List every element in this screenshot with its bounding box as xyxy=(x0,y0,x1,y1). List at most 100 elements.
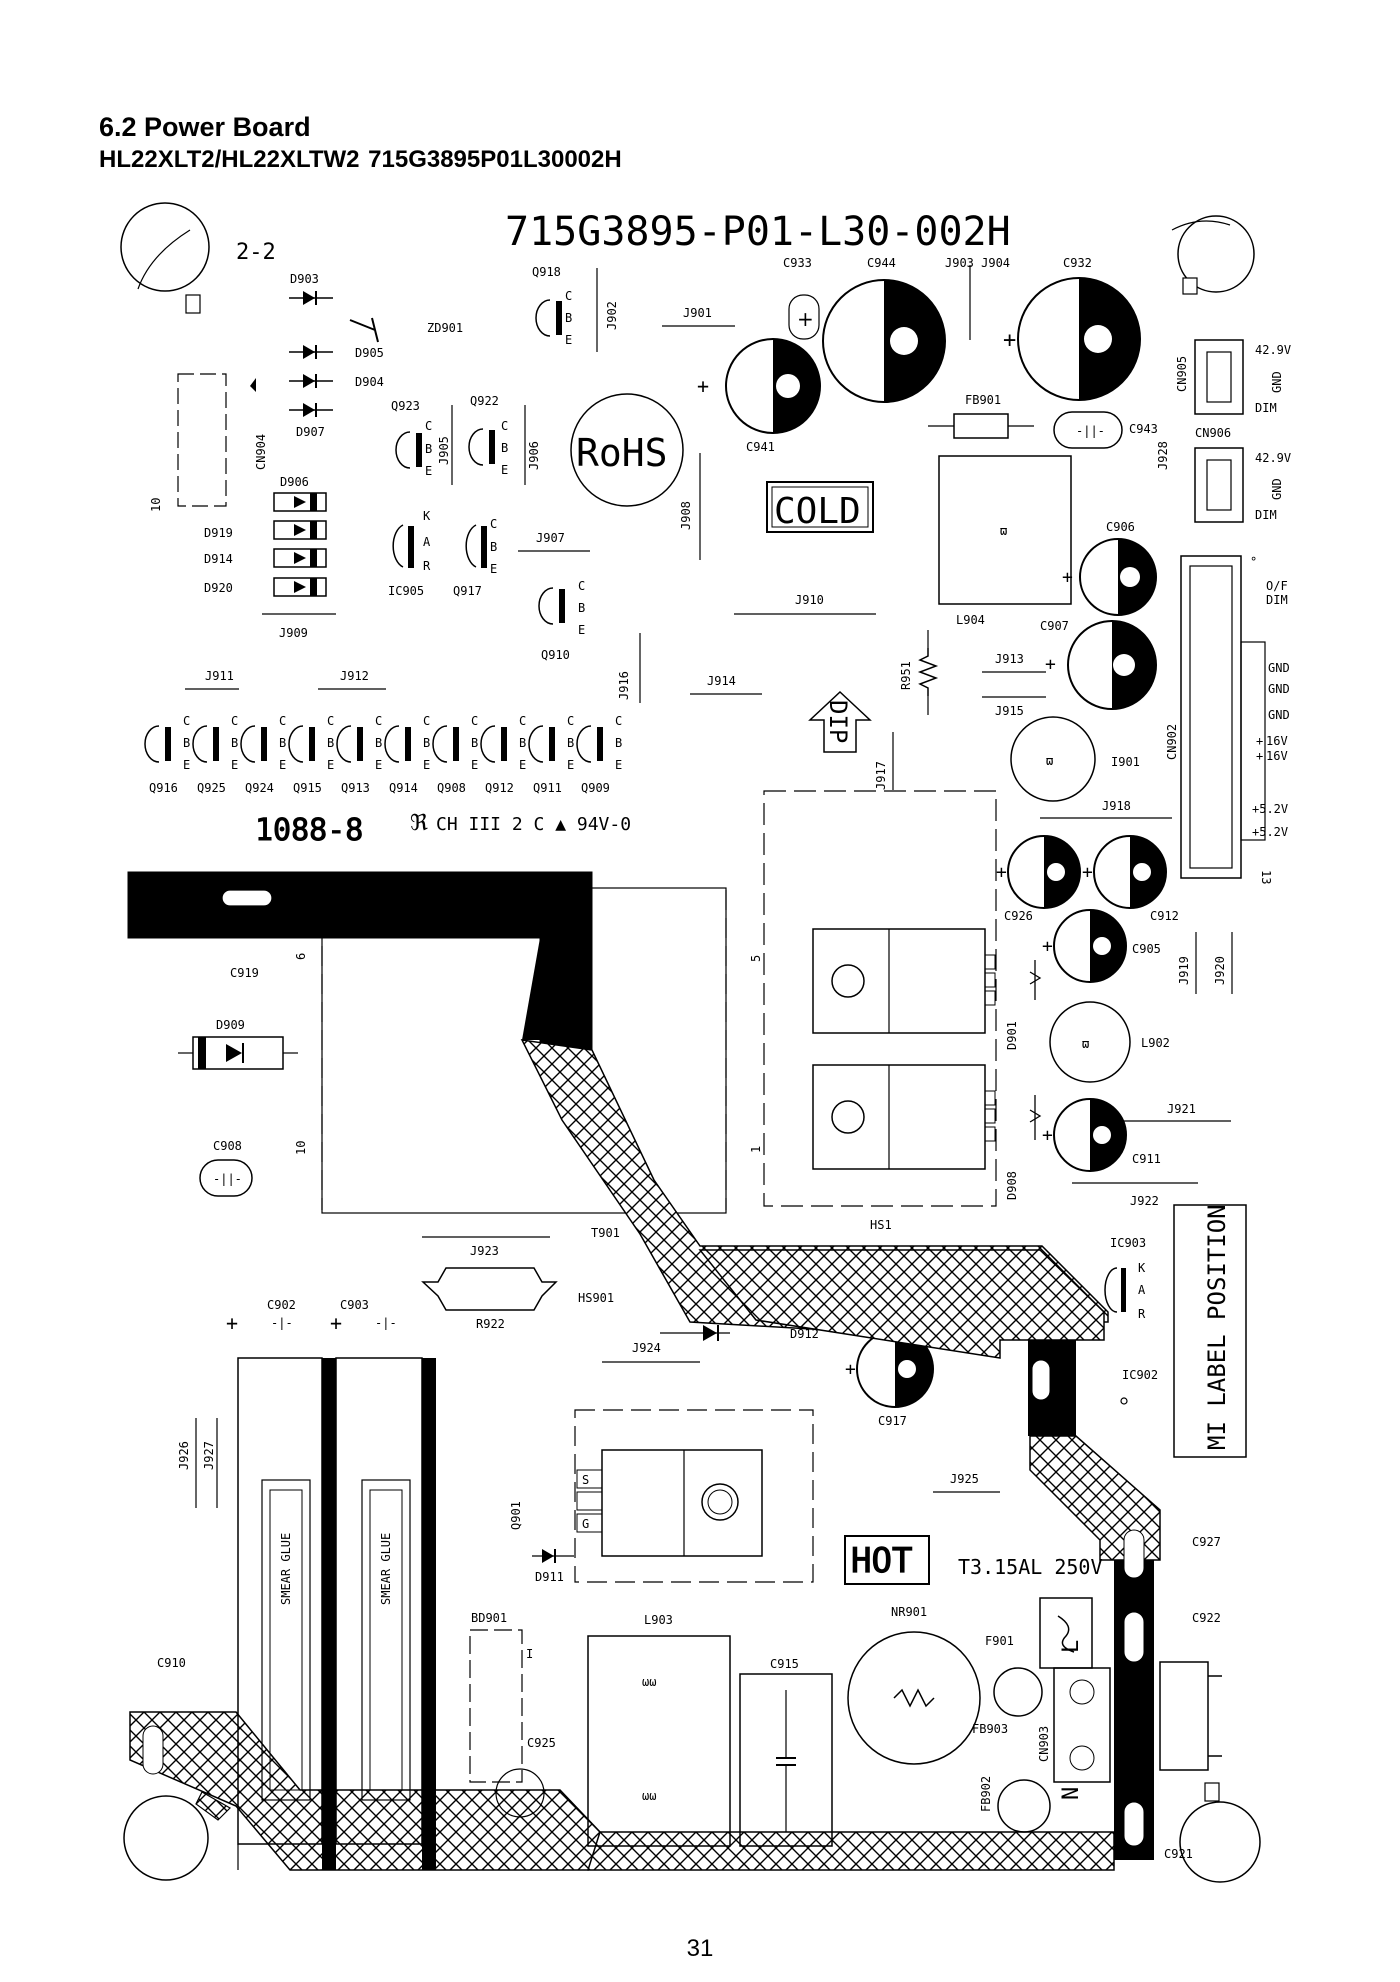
component-label: K xyxy=(1138,1261,1146,1275)
component-label: C925 xyxy=(527,1736,556,1750)
svg-text:°: ° xyxy=(1250,555,1257,569)
component-label: C932 xyxy=(1063,256,1092,270)
component-label: GND xyxy=(1270,371,1284,393)
component-label: 5 xyxy=(749,955,763,962)
svg-text:+: + xyxy=(330,1311,342,1335)
component-label: C941 xyxy=(746,440,775,454)
component-label: J906 xyxy=(527,441,541,470)
cold-zone-mark: COLD xyxy=(774,491,861,532)
component-label: Q918 xyxy=(532,265,561,279)
component-label: B xyxy=(567,736,574,750)
component-label: FB903 xyxy=(972,1722,1008,1736)
component-label: I901 xyxy=(1111,755,1140,769)
component-label: J917 xyxy=(874,761,888,790)
component-label: C907 xyxy=(1040,619,1069,633)
component-label: D912 xyxy=(790,1327,819,1341)
component-label: C927 xyxy=(1192,1535,1221,1549)
component-label: D907 xyxy=(296,425,325,439)
component-label: E xyxy=(375,758,382,772)
component-label: D901 xyxy=(1005,1021,1019,1050)
svg-text:ϖ: ϖ xyxy=(1082,1037,1089,1051)
component-label: R951 xyxy=(899,661,913,690)
component-label: J918 xyxy=(1102,799,1131,813)
component-label: J907 xyxy=(536,531,565,545)
component-label: C xyxy=(490,517,497,531)
component-label: C944 xyxy=(867,256,896,270)
component-label: E xyxy=(567,758,574,772)
component-label: C xyxy=(567,714,574,728)
svg-text:+: + xyxy=(226,1311,238,1335)
svg-text:-|-: -|- xyxy=(375,1316,397,1330)
component-label: Q925 xyxy=(197,781,226,795)
component-label: J928 xyxy=(1156,441,1170,470)
component-label: B xyxy=(279,736,286,750)
component-label: C921 xyxy=(1164,1847,1193,1861)
component-label: C xyxy=(471,714,478,728)
svg-text:+: + xyxy=(996,862,1007,883)
component-label: Q917 xyxy=(453,584,482,598)
component-label: C917 xyxy=(878,1414,907,1428)
component-label: Q914 xyxy=(389,781,418,795)
component-label: C xyxy=(519,714,526,728)
component-label: C915 xyxy=(770,1657,799,1671)
component-label: GND xyxy=(1268,682,1290,696)
component-label: B xyxy=(231,736,238,750)
component-label: L902 xyxy=(1141,1036,1170,1050)
component-label: B xyxy=(519,736,526,750)
component-label: Q910 xyxy=(541,648,570,662)
mounting-hole-icon xyxy=(123,1795,209,1881)
component-label: 6 xyxy=(294,953,308,960)
component-label: HS901 xyxy=(578,1291,614,1305)
component-label: IC905 xyxy=(388,584,424,598)
component-label: B xyxy=(615,736,622,750)
component-label: K xyxy=(423,509,431,523)
fuse-rating: T3.15AL 250V xyxy=(958,1555,1103,1579)
component-label: E xyxy=(183,758,190,772)
component-label: D909 xyxy=(216,1018,245,1032)
svg-text:+: + xyxy=(1082,862,1093,883)
component-label: D905 xyxy=(355,346,384,360)
component-label: B xyxy=(425,442,432,456)
board-revision: 2-2 xyxy=(236,240,276,265)
component-label: CN904 xyxy=(254,434,268,470)
component-label: C xyxy=(565,289,572,303)
component-label: A xyxy=(1138,1283,1146,1297)
svg-text:+: + xyxy=(1045,654,1056,675)
svg-text:-||-: -||- xyxy=(1076,424,1105,438)
component-label: C xyxy=(615,714,622,728)
svg-text:+: + xyxy=(697,374,709,398)
component-label: E xyxy=(425,464,432,478)
component-label: E xyxy=(490,562,497,576)
component-label: E xyxy=(231,758,238,772)
component-label: L904 xyxy=(956,613,985,627)
component-label: NR901 xyxy=(891,1605,927,1619)
component-label: FB901 xyxy=(965,393,1001,407)
component-label: C910 xyxy=(157,1656,186,1670)
label-position: MI LABEL POSITION xyxy=(1203,1204,1231,1450)
component-label: E xyxy=(327,758,334,772)
component-label: J915 xyxy=(995,704,1024,718)
component-label: IC903 xyxy=(1110,1236,1146,1250)
component-label: Q912 xyxy=(485,781,514,795)
component-label: HS1 xyxy=(870,1218,892,1232)
screw-icon xyxy=(1204,1782,1220,1802)
component-label: B xyxy=(375,736,382,750)
component-label: C905 xyxy=(1132,942,1161,956)
component-label: C xyxy=(423,714,430,728)
component-label: 16V xyxy=(1266,749,1288,763)
svg-text:+: + xyxy=(797,307,814,331)
component-label: D920 xyxy=(204,581,233,595)
component-label: 1 xyxy=(749,1146,763,1153)
component-label: J914 xyxy=(707,674,736,688)
component-label: C912 xyxy=(1150,909,1179,923)
component-label: C xyxy=(578,579,585,593)
component-label: J922 xyxy=(1130,1194,1159,1208)
component-label: 42.9V xyxy=(1255,451,1291,465)
svg-text:+: + xyxy=(1042,1125,1053,1146)
component-label: Q909 xyxy=(581,781,610,795)
svg-text:+: + xyxy=(1003,328,1016,353)
component-label: E xyxy=(565,333,572,347)
component-label: C xyxy=(425,419,432,433)
mounting-hole-icon xyxy=(1177,215,1255,293)
